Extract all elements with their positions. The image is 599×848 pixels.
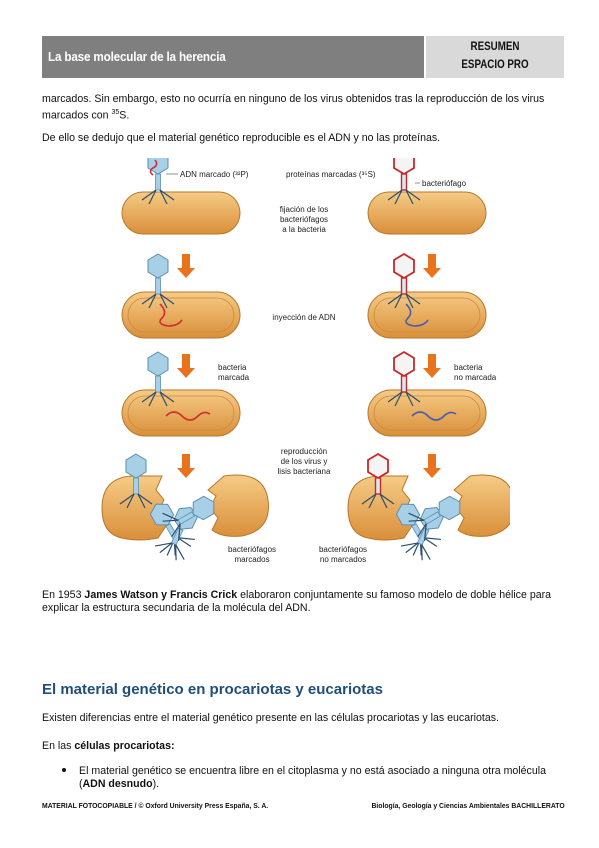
header-title-bar: La base molecular de la herencia xyxy=(42,36,424,78)
row4-left xyxy=(101,453,269,564)
label-bacteriofagos-no-marcados-2: no marcados xyxy=(320,555,366,564)
label-bacteriofagos-marcados-2: marcados xyxy=(234,555,269,564)
paragraph-diferencias: Existen diferencias entre el material ge… xyxy=(42,712,499,724)
row1-right xyxy=(367,158,487,235)
label-bacteria-no-marcada-2: no marcada xyxy=(454,373,497,382)
label-proteinas: proteínas marcadas (³⁵S) xyxy=(286,170,376,179)
label-bacteria-no-marcada-1: bacteria xyxy=(454,363,483,372)
bacteria-cell xyxy=(367,191,487,235)
header-title: La base molecular de la herencia xyxy=(48,49,226,64)
dna-icon xyxy=(149,159,158,176)
header-badge: RESUMEN ESPACIO PRO xyxy=(426,36,564,78)
paragraph-watson-crick: En 1953 James Watson y Francis Crick ela… xyxy=(42,589,552,614)
bacteria-fragment xyxy=(101,475,167,541)
bacteria-fragment xyxy=(347,475,413,541)
label-adn-marcado: ADN marcado (³²P) xyxy=(180,170,249,179)
header-badge-line2: ESPACIO PRO xyxy=(461,59,529,71)
label-bacteriofago: bacteriófago xyxy=(422,179,467,188)
dna-icon xyxy=(159,303,183,327)
arrow-down-icon xyxy=(423,354,441,378)
bacteria-cell xyxy=(121,191,241,235)
label-fijacion-3: a la bacteria xyxy=(282,225,326,234)
bullet-item: El material genético se encuentra libre … xyxy=(79,765,546,790)
label-reproduccion-2: de los virus y xyxy=(281,457,328,466)
label-reproduccion-3: lisis bacteriana xyxy=(278,467,331,476)
label-bacteria-marcada-2: marcada xyxy=(218,373,250,382)
label-bacteria-marcada-1: bacteria xyxy=(218,363,247,372)
header-badge-line1: RESUMEN xyxy=(470,41,520,53)
footer-right: Biología, Geología y Ciencias Ambientale… xyxy=(371,801,565,810)
label-fijacion-1: fijación de los xyxy=(280,205,328,214)
arrow-down-icon xyxy=(177,354,195,378)
row2-left xyxy=(121,253,241,339)
arrow-down-icon xyxy=(423,254,441,278)
row3-right xyxy=(367,351,487,437)
label-fijacion-2: bacteriófagos xyxy=(280,215,328,224)
paragraph-marcados: marcados. Sin embargo, esto no ocurría e… xyxy=(42,93,545,122)
paragraph-conclusion: De ello se dedujo que el material genéti… xyxy=(42,132,441,144)
phage-icon xyxy=(404,487,469,544)
label-reproduccion-1: reproducción xyxy=(281,447,327,456)
arrow-down-icon xyxy=(423,454,441,478)
row4-right xyxy=(347,453,510,564)
row1-left xyxy=(121,158,241,235)
section-title: El material genético en procariotas y eu… xyxy=(42,681,383,698)
label-bacteriofagos-no-marcados-1: bacteriófagos xyxy=(319,545,367,554)
footer-left: MATERIAL FOTOCOPIABLE / © Oxford Univers… xyxy=(42,801,269,810)
hershey-chase-figure: ADN marcado (³²P) proteínas marcadas (³⁵… xyxy=(101,158,510,564)
bacteria-fragment xyxy=(207,474,269,537)
arrow-down-icon xyxy=(177,254,195,278)
row3-left xyxy=(121,351,241,437)
row2-right xyxy=(367,253,487,339)
dna-icon xyxy=(411,411,457,421)
dna-icon xyxy=(405,303,429,327)
phage-icon xyxy=(158,487,223,544)
arrow-down-icon xyxy=(177,454,195,478)
label-inyeccion: inyección de ADN xyxy=(272,313,335,322)
dna-icon xyxy=(165,411,211,421)
bullet-dot-icon xyxy=(62,768,66,772)
label-bacteriofagos-marcados-1: bacteriófagos xyxy=(228,545,276,554)
paragraph-procariotas: En las células procariotas: xyxy=(42,740,175,752)
bacteria-fragment xyxy=(453,474,510,537)
